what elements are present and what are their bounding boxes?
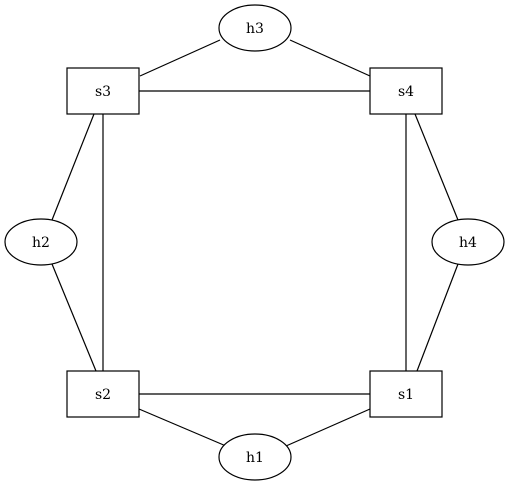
node-label-s4: s4: [398, 84, 414, 100]
edge-h1-s1: [285, 408, 371, 447]
node-label-h3: h3: [246, 21, 264, 37]
host-ellipse: [431, 218, 505, 266]
edge-s2-h1: [138, 408, 227, 447]
host-node-h3: h3: [218, 4, 292, 52]
edge-h4-s1: [416, 263, 459, 372]
node-label-s2: s2: [95, 387, 111, 403]
switch-box: [66, 67, 140, 115]
switch-box: [66, 370, 140, 418]
host-ellipse: [218, 4, 292, 52]
host-ellipse: [218, 433, 292, 481]
host-ellipse: [4, 218, 78, 266]
node-label-h4: h4: [459, 235, 477, 251]
node-label-h2: h2: [32, 235, 50, 251]
edge-s4-h4: [414, 113, 459, 221]
nodes-layer: s1 s2 s3 s4 h1 h2 h3 h4: [4, 4, 505, 481]
edge-h2-s2: [51, 263, 97, 372]
switch-node-s3: s3: [66, 67, 140, 115]
edge-s3-h2: [51, 113, 95, 221]
host-node-h4: h4: [431, 218, 505, 266]
switch-node-s1: s1: [369, 370, 443, 418]
node-label-h1: h1: [246, 450, 264, 466]
edges-layer: [51, 39, 459, 447]
switch-node-s4: s4: [369, 67, 443, 115]
node-label-s1: s1: [398, 387, 414, 403]
host-node-h2: h2: [4, 218, 78, 266]
switch-node-s2: s2: [66, 370, 140, 418]
edge-h3-s4: [289, 39, 371, 77]
host-node-h1: h1: [218, 433, 292, 481]
node-label-s3: s3: [95, 84, 111, 100]
edge-h3-s3: [139, 39, 221, 77]
switch-box: [369, 67, 443, 115]
switch-box: [369, 370, 443, 418]
